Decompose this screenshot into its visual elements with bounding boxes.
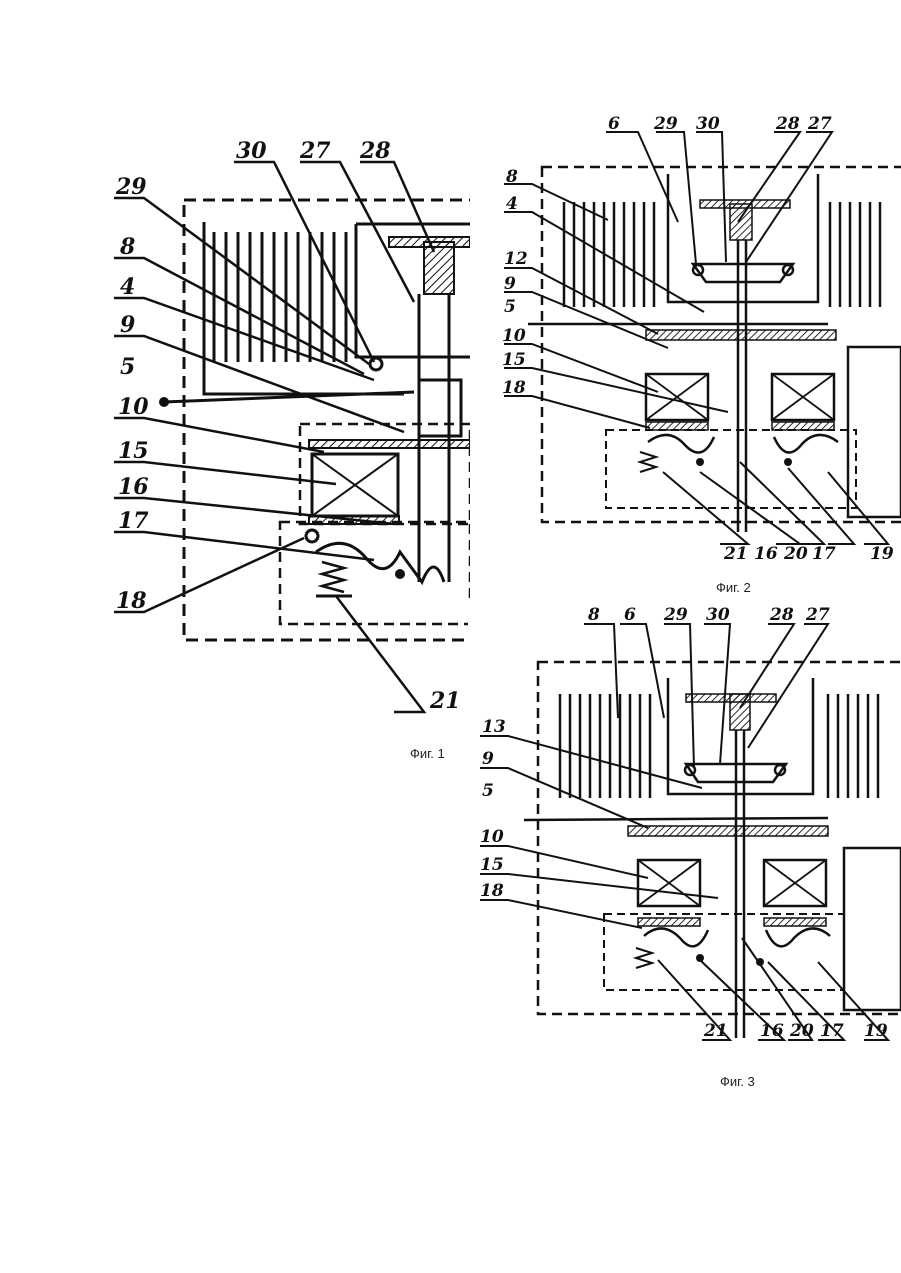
label-20: 20 [783, 544, 808, 564]
label-30: 30 [696, 114, 720, 134]
radiator-fins-right [828, 694, 878, 798]
label-4: 4 [506, 194, 518, 214]
label-13: 13 [482, 717, 506, 737]
lower-chamber [606, 430, 856, 508]
label-15: 15 [502, 350, 526, 370]
label-5: 5 [504, 297, 516, 317]
label-27: 27 [805, 605, 830, 625]
label-16: 16 [760, 1021, 784, 1041]
label-17: 17 [118, 508, 149, 534]
label-9: 9 [482, 749, 494, 769]
label-27: 27 [299, 138, 331, 164]
terminal-line-5 [524, 818, 828, 820]
radiator-fins-right [830, 202, 880, 307]
spring-21 [322, 562, 344, 592]
plate-18-left [638, 918, 700, 926]
label-6: 6 [624, 605, 636, 625]
label-28: 28 [769, 605, 794, 625]
label-5: 5 [120, 354, 135, 380]
label-30: 30 [706, 605, 730, 625]
label-27: 27 [807, 114, 832, 134]
label-10: 10 [480, 827, 504, 847]
pivot-18 [306, 530, 318, 542]
label-5: 5 [482, 781, 494, 801]
label-21: 21 [723, 544, 748, 564]
figure-2-drawing: 6 29 30 28 27 8 4 12 9 5 10 15 18 21 16 … [488, 112, 901, 570]
label-17: 17 [812, 544, 836, 564]
core-block [419, 380, 461, 436]
label-16: 16 [754, 544, 778, 564]
label-30: 30 [236, 138, 267, 164]
label-29: 29 [653, 114, 678, 134]
figure-2-caption: Фиг. 2 [716, 580, 751, 595]
plate-18-left [646, 422, 708, 430]
side-module [844, 848, 901, 1010]
label-15: 15 [480, 855, 504, 875]
figure-3-caption: Фиг. 3 [720, 1074, 755, 1089]
label-8: 8 [505, 167, 518, 187]
label-6: 6 [608, 114, 620, 134]
contact-bridge-30 [693, 264, 793, 282]
plate-18-right [772, 422, 834, 430]
plate-9 [628, 826, 828, 836]
figure-1-caption: Фиг. 1 [410, 746, 445, 761]
label-28: 28 [359, 138, 391, 164]
label-21: 21 [429, 688, 461, 714]
coil-top-plate [309, 440, 470, 448]
label-19: 19 [864, 1021, 888, 1041]
figure-3-labels: 8 6 29 30 28 27 13 9 5 10 15 18 21 16 20… [480, 605, 888, 1041]
figure-3-drawing: 8 6 29 30 28 27 13 9 5 10 15 18 21 16 20… [468, 598, 901, 1068]
insulator-stem [424, 242, 454, 294]
label-19: 19 [870, 544, 894, 564]
insulator-stem [730, 204, 752, 240]
figure-3-svg: 8 6 29 30 28 27 13 9 5 10 15 18 21 16 20… [468, 598, 901, 1068]
label-18: 18 [116, 588, 147, 614]
label-18: 18 [502, 378, 526, 398]
figure-2-svg: 6 29 30 28 27 8 4 12 9 5 10 15 18 21 16 … [488, 112, 901, 570]
radiator-fins-left [560, 694, 650, 798]
label-8: 8 [119, 234, 135, 260]
spring-21 [640, 452, 656, 472]
figure-1-svg: 30 27 28 29 8 4 9 5 10 15 16 17 18 21 [104, 112, 470, 762]
label-17: 17 [820, 1021, 844, 1041]
spring-21 [636, 948, 652, 968]
label-18: 18 [480, 881, 504, 901]
plate-12 [646, 330, 836, 340]
label-4: 4 [120, 274, 135, 300]
outer-housing [538, 662, 901, 1014]
spring-contact-17 [316, 543, 444, 582]
label-21: 21 [703, 1021, 728, 1041]
figure-1-drawing: 30 27 28 29 8 4 9 5 10 15 16 17 18 21 [104, 112, 470, 762]
label-9: 9 [120, 312, 135, 338]
label-16: 16 [118, 474, 149, 500]
label-29: 29 [663, 605, 688, 625]
label-10: 10 [118, 394, 149, 420]
label-10: 10 [502, 326, 526, 346]
label-15: 15 [118, 438, 149, 464]
plate-18-right [764, 918, 826, 926]
label-20: 20 [789, 1021, 814, 1041]
label-9: 9 [504, 274, 516, 294]
label-29: 29 [115, 174, 147, 200]
spring-contact-17 [648, 435, 838, 453]
insulator-stem [730, 694, 750, 730]
label-8: 8 [587, 605, 600, 625]
label-12: 12 [504, 249, 528, 269]
label-28: 28 [775, 114, 800, 134]
